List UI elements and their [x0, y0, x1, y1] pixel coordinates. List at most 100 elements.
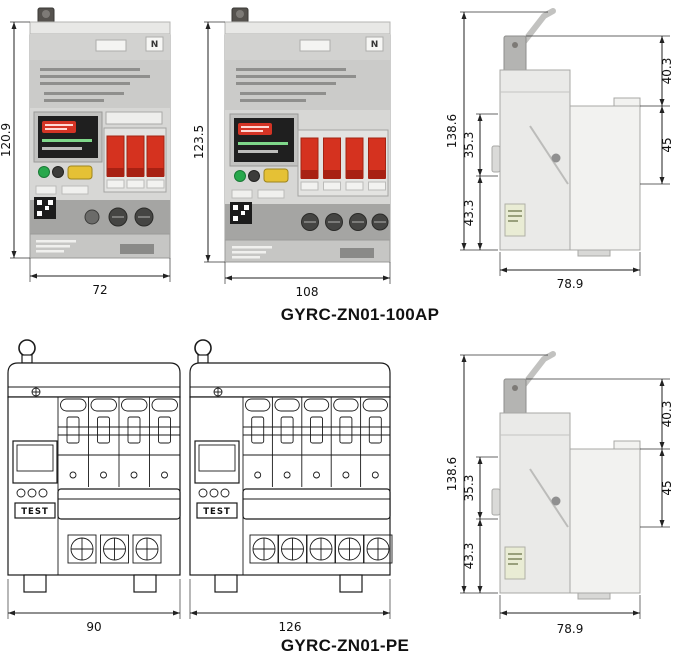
dim-label-lower-section: 43.3 — [462, 200, 476, 227]
dimension-antenna-section: 40.3 — [526, 35, 674, 107]
toggle-handle[interactable] — [66, 416, 80, 444]
breaker-handles[interactable] — [297, 129, 389, 197]
dim-label-upper-section: 35.3 — [462, 132, 476, 159]
test-label: TEST — [21, 507, 49, 517]
dimension-width: 126 — [189, 579, 391, 634]
warning-text-area — [30, 60, 170, 108]
dim-label-antenna-section: 40.3 — [660, 58, 674, 85]
side-label-sticker — [504, 203, 526, 237]
test-button-outline[interactable]: TEST — [14, 502, 56, 519]
breaker-body-side — [491, 8, 641, 257]
breaker-handles[interactable] — [103, 127, 167, 193]
dim-label-width: 126 — [279, 620, 302, 634]
terminal-cover-bar — [242, 488, 391, 520]
test-button[interactable] — [67, 165, 93, 180]
display-outline — [194, 440, 240, 484]
terminal-screws[interactable] — [301, 213, 389, 231]
toggle-handle[interactable] — [97, 416, 110, 444]
toggle-handle[interactable] — [310, 416, 323, 444]
brand-prefix: GYRC- — [280, 305, 338, 324]
antenna-mount — [503, 378, 527, 416]
dimension-upper-left-section: 35.3 — [462, 113, 498, 177]
brand-prefix: GYRC- — [280, 636, 338, 655]
front-outline-pe-large: TEST — [189, 339, 393, 634]
dimension-width: 90 — [7, 579, 181, 634]
n-terminal-label: N — [151, 40, 159, 50]
model-title-pe: GYRC-ZN01-PE — [240, 636, 450, 656]
dim-label-lower-section: 43.3 — [462, 543, 476, 570]
terminal-screws-outline[interactable] — [249, 534, 393, 564]
dimension-height: 123.5 — [192, 21, 225, 263]
dimension-lower-left-section: 43.3 — [462, 519, 483, 593]
status-led — [234, 170, 246, 182]
pole-modules — [58, 397, 180, 487]
dim-label-mid-section: 45 — [660, 137, 674, 152]
toggle-handle[interactable] — [339, 416, 353, 444]
rivet — [551, 496, 561, 506]
terminal-screws-outline[interactable] — [67, 534, 162, 564]
dimension-upper-left-section: 35.3 — [462, 456, 498, 520]
dim-label-width: 72 — [92, 283, 107, 297]
test-button[interactable] — [263, 168, 289, 183]
terminal-cover-bar — [57, 488, 181, 520]
toggle-handle[interactable] — [251, 416, 265, 444]
side-view-pe: 138.6 40.3 45 35.3 43.3 78.9 — [445, 351, 674, 636]
din-clip-right[interactable] — [339, 574, 363, 593]
toggle-handle-side[interactable] — [491, 145, 501, 173]
front-view-100ap-4p: N — [192, 7, 391, 299]
dimension-width: 72 — [29, 258, 171, 297]
dimension-lower-left-section: 43.3 — [462, 176, 483, 250]
dim-label-depth: 78.9 — [557, 277, 584, 291]
breaker-body-front: N — [29, 7, 171, 259]
warning-text-area — [225, 60, 390, 110]
pole-modules — [243, 397, 390, 487]
toggle-handle[interactable] — [127, 416, 141, 444]
dim-label-antenna-section: 40.3 — [660, 401, 674, 428]
side-label-sticker — [504, 546, 526, 580]
dimension-height: 120.9 — [0, 21, 30, 259]
lifting-ring — [18, 339, 36, 357]
indicator-lights — [16, 488, 48, 498]
n-terminal-label: N — [371, 40, 379, 50]
din-clip-left[interactable] — [23, 574, 47, 593]
breaker-outline: TEST — [189, 339, 393, 593]
dimension-antenna-section: 40.3 — [526, 378, 674, 450]
dim-label-height: 120.9 — [0, 123, 13, 157]
model-title-100ap: GYRC-ZN01-100AP — [250, 305, 470, 325]
display-module — [229, 113, 299, 167]
dimension-mid-section: 45 — [640, 106, 674, 185]
dim-label-upper-section: 35.3 — [462, 475, 476, 502]
breaker-outline: TEST — [7, 339, 181, 593]
din-clip-left[interactable] — [214, 574, 238, 593]
toggle-handle[interactable] — [368, 416, 382, 444]
status-led — [38, 166, 50, 178]
din-clip-right[interactable] — [133, 574, 157, 593]
dimension-depth: 78.9 — [499, 595, 641, 636]
dim-label-width: 108 — [296, 285, 319, 299]
din-clip[interactable] — [577, 249, 611, 257]
model-suffix: ZN01-100AP — [337, 305, 440, 324]
toggle-handle[interactable] — [158, 416, 171, 444]
cover-screw[interactable] — [31, 387, 41, 397]
dimension-overall-height: 138.6 — [445, 354, 548, 594]
side-view-100ap: 138.6 40.3 45 35.3 43.3 78.9 — [445, 8, 674, 291]
dim-label-height: 123.5 — [192, 125, 206, 159]
din-clip[interactable] — [577, 592, 611, 600]
cover-screw[interactable] — [213, 387, 223, 397]
reset-button[interactable] — [248, 170, 260, 182]
qr-code — [230, 202, 252, 224]
toggle-handle-side[interactable] — [491, 488, 501, 516]
dimension-overall-height: 138.6 — [445, 11, 548, 251]
toggle-handle[interactable] — [280, 416, 294, 444]
dimension-mid-section: 45 — [640, 449, 674, 528]
reset-button[interactable] — [52, 166, 64, 178]
front-view-100ap-3p: N — [0, 7, 171, 297]
rivet — [551, 153, 561, 163]
indicator-lights — [198, 488, 230, 498]
terminal-screws[interactable] — [84, 207, 154, 227]
test-button-outline[interactable]: TEST — [196, 502, 238, 519]
dim-label-width: 90 — [86, 620, 101, 634]
display-module — [33, 111, 103, 163]
lifting-ring — [194, 339, 212, 357]
